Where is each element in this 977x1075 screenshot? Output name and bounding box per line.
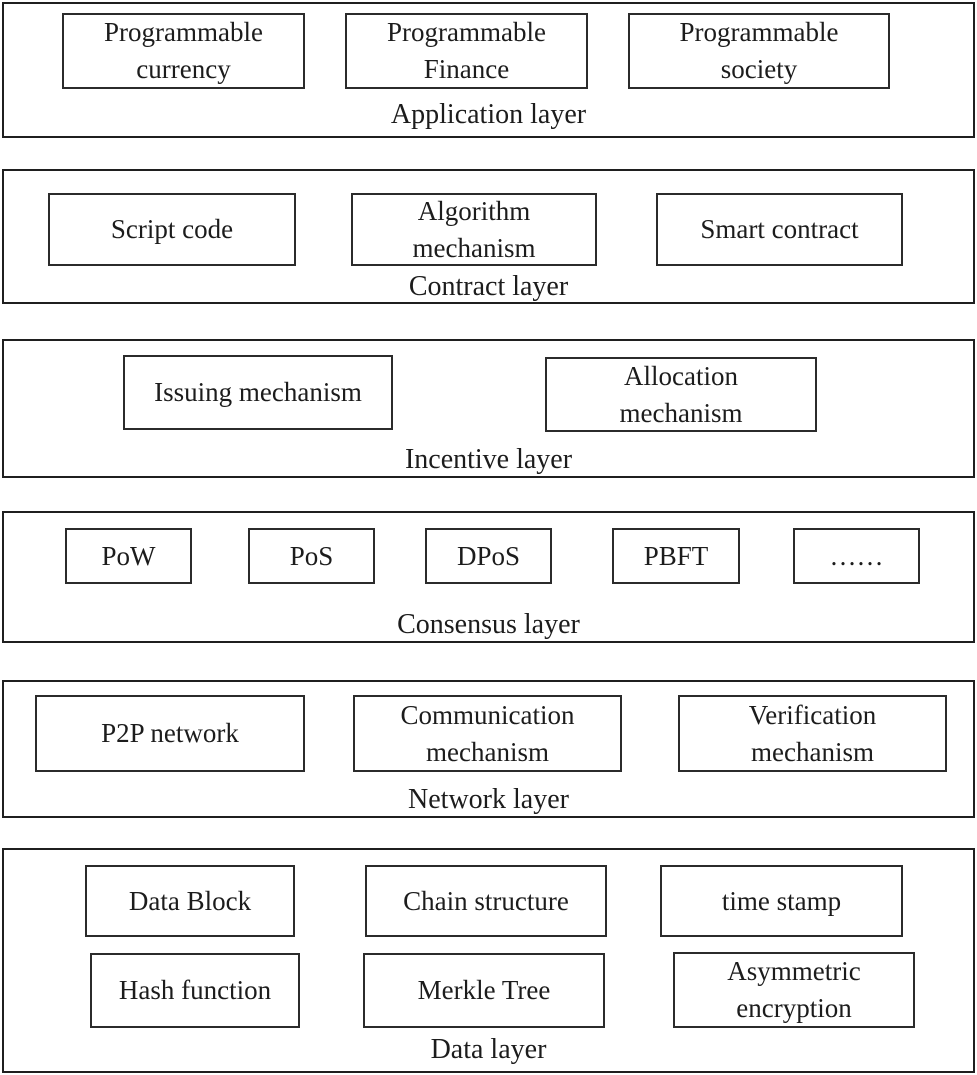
box-algorithm-mechanism: Algorithm mechanism (351, 193, 597, 266)
box-allocation-mechanism: Allocation mechanism (545, 357, 817, 432)
box-programmable-finance: Programmable Finance (345, 13, 588, 89)
layer-data: Data Block Chain structure time stamp Ha… (2, 848, 975, 1073)
box-issuing-mechanism: Issuing mechanism (123, 355, 393, 430)
layer-incentive: Issuing mechanism Allocation mechanism I… (2, 339, 975, 478)
layer-network: P2P network Communication mechanism Veri… (2, 680, 975, 818)
layer-label-data: Data layer (430, 1034, 547, 1065)
box-pos: PoS (248, 528, 375, 584)
layer-application: Programmable currency Programmable Finan… (2, 2, 975, 138)
box-time-stamp: time stamp (660, 865, 903, 937)
box-p2p-network: P2P network (35, 695, 305, 772)
box-asymmetric-encryption: Asymmetric encryption (673, 952, 915, 1028)
box-pow: PoW (65, 528, 192, 584)
box-communication-mechanism: Communication mechanism (353, 695, 622, 772)
layer-label-application: Application layer (390, 99, 587, 130)
box-smart-contract: Smart contract (656, 193, 903, 266)
layer-contract: Script code Algorithm mechanism Smart co… (2, 169, 975, 304)
box-hash-function: Hash function (90, 953, 300, 1028)
layer-label-incentive: Incentive layer (404, 444, 573, 475)
box-verification-mechanism: Verification mechanism (678, 695, 947, 772)
box-data-block: Data Block (85, 865, 295, 937)
box-dpos: DPoS (425, 528, 552, 584)
box-programmable-currency: Programmable currency (62, 13, 305, 89)
box-ellipsis-others: …… (793, 528, 920, 584)
box-script-code: Script code (48, 193, 296, 266)
layer-label-network: Network layer (408, 784, 569, 815)
layer-label-contract: Contract layer (408, 271, 569, 302)
box-programmable-society: Programmable society (628, 13, 890, 89)
box-pbft: PBFT (612, 528, 740, 584)
layer-label-consensus: Consensus layer (397, 609, 580, 640)
layer-consensus: PoW PoS DPoS PBFT …… Consensus layer (2, 511, 975, 643)
box-merkle-tree: Merkle Tree (363, 953, 605, 1028)
box-chain-structure: Chain structure (365, 865, 607, 937)
